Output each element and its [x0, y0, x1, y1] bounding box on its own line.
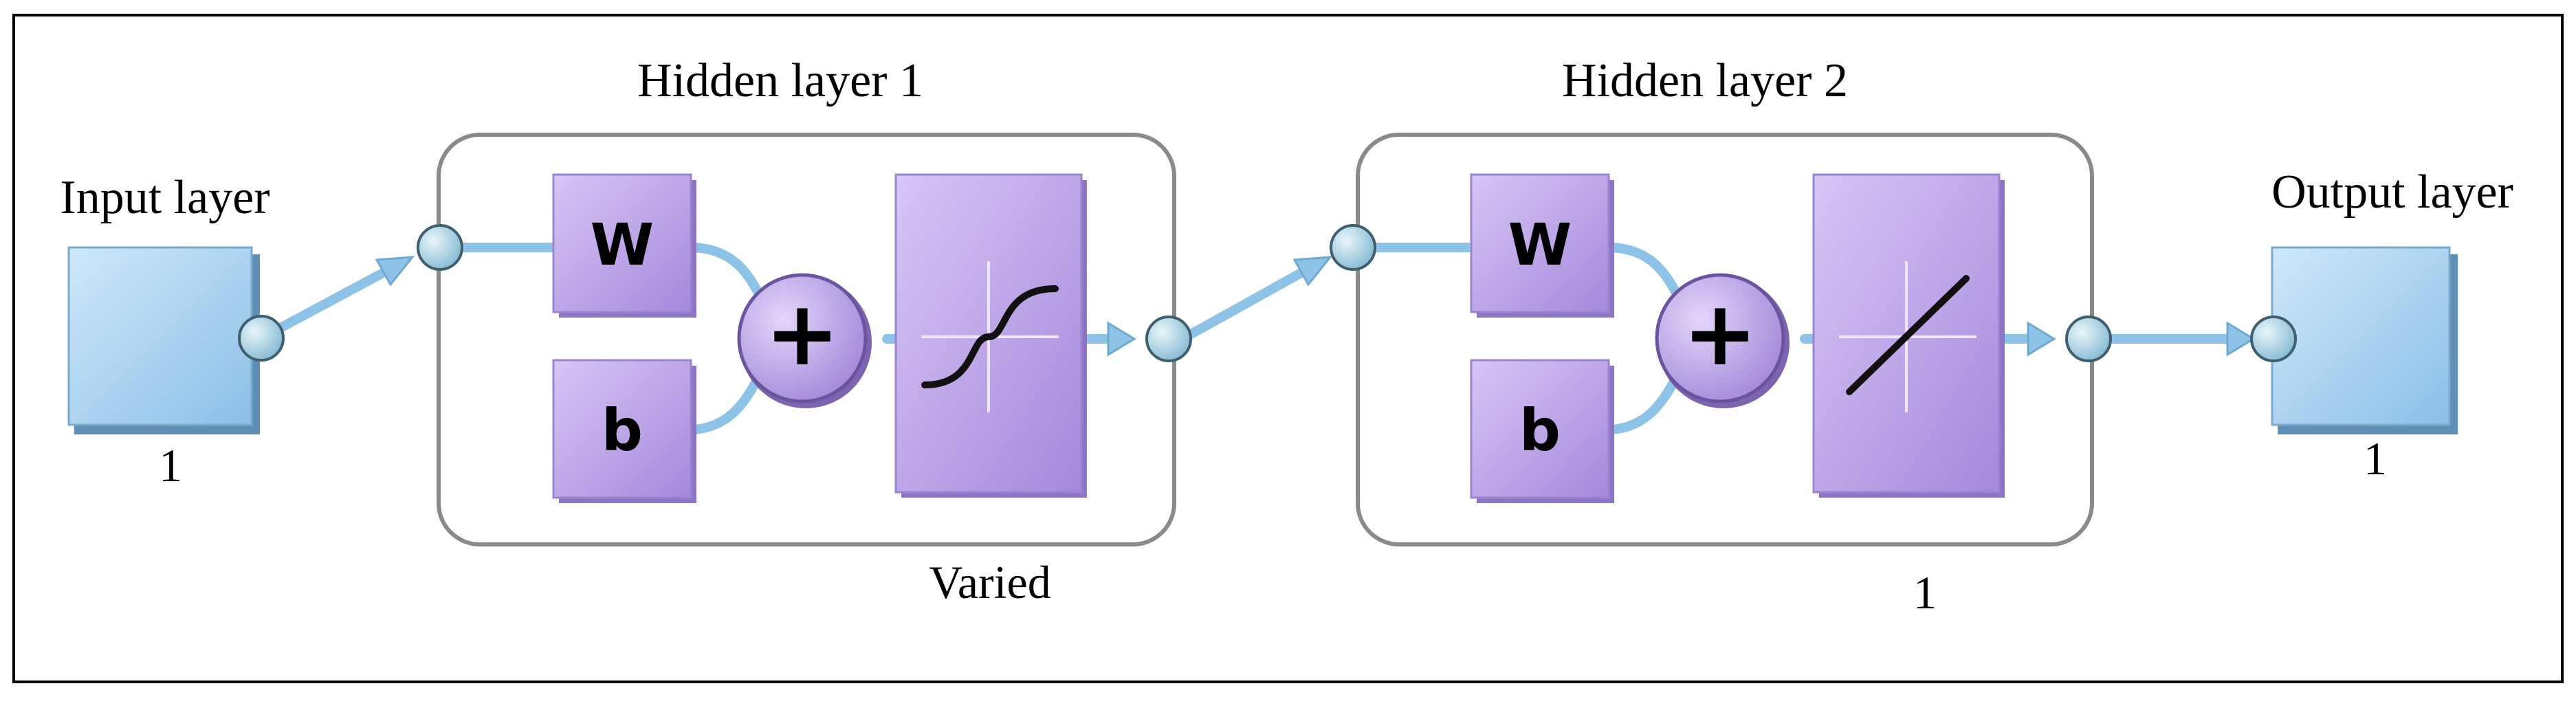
hidden-1-bias-label: b	[602, 397, 643, 464]
input-layer-block	[67, 246, 260, 434]
hidden-layer-1-label: Hidden layer 1	[637, 54, 923, 107]
connection-weight-to-sum-1	[688, 243, 764, 300]
connection-weight-to-sum-2	[1606, 243, 1682, 300]
connection-hidden-1-to-hidden-2	[1178, 263, 1314, 344]
output-layer-block	[2271, 246, 2458, 434]
output-input-node	[2250, 316, 2297, 362]
hidden-2-weight-label: W	[1508, 211, 1572, 278]
output-layer-label: Output layer	[2271, 166, 2513, 219]
hidden-2-bias-block: b	[1470, 359, 1614, 503]
hidden-2-transfer-block	[1812, 173, 2005, 498]
hidden-1-bias-block: b	[552, 359, 696, 503]
arrowhead-into-output	[2226, 321, 2256, 357]
hidden-1-output-node	[1145, 316, 1192, 362]
arrowhead-out-of-hidden-2	[2027, 321, 2056, 357]
input-output-node	[238, 315, 285, 362]
hidden-layer-2-label: Hidden layer 2	[1562, 54, 1848, 107]
input-layer-label: Input layer	[60, 171, 269, 224]
input-size-label: 1	[159, 439, 182, 491]
arrowhead-into-hidden-2	[1292, 256, 1333, 287]
hidden-2-weight-block: W	[1470, 173, 1614, 318]
hidden-1-transfer-block	[894, 173, 1087, 498]
arrowhead-out-of-hidden-1	[1107, 321, 1136, 357]
hidden-1-sum-symbol: +	[765, 281, 840, 386]
connection-input-to-hidden-1	[256, 263, 397, 343]
hidden-1-weight-label: W	[591, 211, 654, 278]
hidden-2-input-node	[1330, 224, 1376, 271]
hidden-2-output-node	[2065, 316, 2112, 362]
hidden-2-bias-label: b	[1519, 397, 1561, 464]
linear-transfer-icon	[1846, 275, 1970, 395]
hidden-1-input-node	[417, 224, 463, 271]
figure-border	[12, 14, 2564, 683]
sigmoid-transfer-icon	[921, 285, 1059, 388]
hidden-2-size-label: 1	[1913, 566, 1937, 619]
arrowhead-into-hidden-1	[375, 256, 415, 287]
hidden-1-sum-node: +	[737, 273, 872, 408]
hidden-2-sum-node: +	[1655, 273, 1790, 408]
output-size-label: 1	[2364, 432, 2387, 485]
hidden-1-weight-block: W	[552, 173, 696, 318]
hidden-2-sum-symbol: +	[1683, 281, 1758, 386]
hidden-1-size-label: Varied	[929, 556, 1050, 608]
